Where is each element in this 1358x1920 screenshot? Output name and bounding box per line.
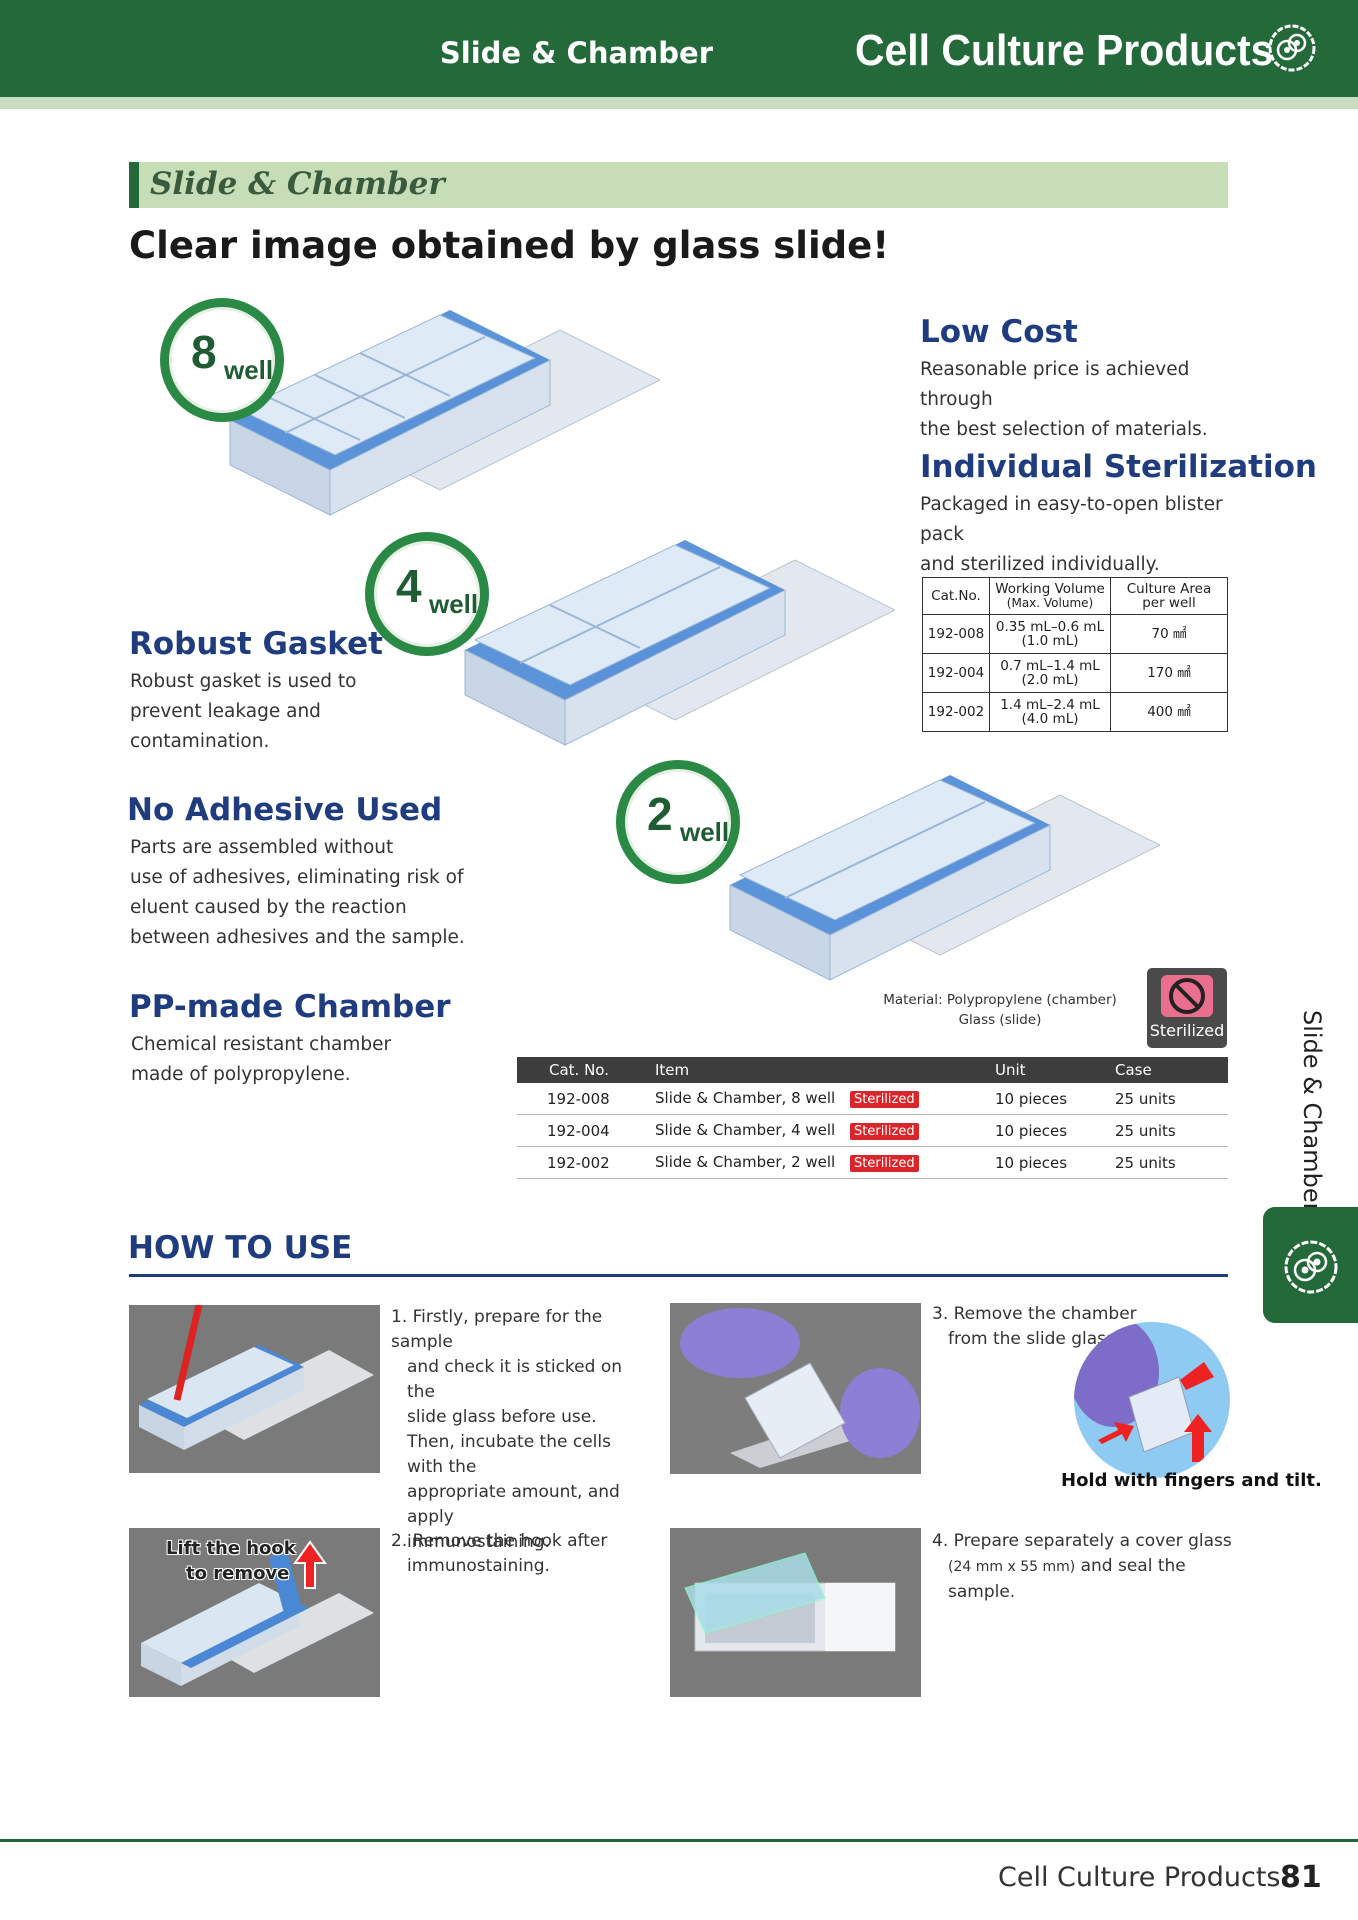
badge-word: well [224,355,274,385]
badge-word: well [680,817,730,847]
spec-row: 192-008 0.35 mL–0.6 mL(1.0 mL) 70 ㎟ [922,614,1228,654]
badge-number: 4 [396,560,422,612]
feature-pp-title: PP-made Chamber [129,989,451,1025]
badge-number: 8 [191,326,217,378]
spec-header-cat: Cat.No. [922,577,990,615]
step4-photo [670,1528,921,1697]
howto-rule [129,1274,1228,1277]
badge-8-well: 8 well [160,298,284,422]
feature-low-cost-title: Low Cost [920,314,1078,350]
step3-photo [670,1303,921,1474]
header-title: Cell Culture Products [855,26,1274,75]
sterilization-icon [1161,975,1213,1017]
spec-row: 192-002 1.4 mL–2.4 mL(4.0 mL) 400 ㎟ [922,692,1228,732]
sterilized-tag: Sterilized [850,1155,919,1172]
section-banner [129,162,1228,208]
spec-table: Cat.No. Working Volume(Max. Volume) Cult… [922,577,1228,732]
slide-chamber-2-well-image [729,775,1160,981]
sterilized-badge: Sterilized [1147,968,1227,1048]
sterilized-badge-label: Sterilized [1149,1021,1225,1040]
badge-4-well: 4 well [365,532,489,656]
material-note: Material: Polypropylene (chamber)Glass (… [883,992,1117,1028]
step3-caption: Hold with fingers and tilt. [1061,1470,1322,1491]
section-banner-title: Slide & Chamber [150,166,445,202]
step3-detail-photo [1074,1322,1230,1478]
order-table: Cat. No. Item Unit Case 192-008 Slide & … [517,1057,1228,1179]
page-headline: Clear image obtained by glass slide! [129,224,890,267]
feature-sterilization-title: Individual Sterilization [920,449,1317,485]
step1-photo [129,1305,380,1473]
step3-text: 3. Remove the chamber from the slide gla… [932,1304,1137,1349]
feature-gasket-title: Robust Gasket [129,626,383,662]
side-tab [1263,1207,1358,1323]
feature-adhesive-title: No Adhesive Used [127,792,443,828]
slide-chamber-8-well-image [229,310,660,516]
badge-number: 2 [647,788,673,840]
cell-culture-icon [1268,24,1316,72]
header-section-label: Slide & Chamber [439,36,713,70]
spec-row: 192-004 0.7 mL–1.4 mL(2.0 mL) 170 ㎟ [922,653,1228,693]
step2-text: 2. Remove the hook after immunostaining. [391,1531,608,1576]
badge-2-well: 2 well [616,760,740,884]
step4-text: 4. Prepare separately a cover glass (24 … [932,1531,1232,1602]
step2-overlay: Lift the hook to remove [166,1538,296,1584]
section-banner-marker [129,162,139,208]
header-underline [0,97,1358,109]
howto-title: HOW TO USE [128,1230,353,1266]
step1-text: 1. Firstly, prepare for the sample and c… [391,1307,622,1552]
page-number: 81 [1280,1860,1322,1895]
header-bar [0,0,1358,97]
slide-chamber-4-well-image [464,540,895,746]
sterilized-tag: Sterilized [850,1091,919,1108]
cell-culture-icon [1284,1240,1338,1294]
badge-word: well [429,589,479,619]
footer-title: Cell Culture Products [998,1862,1281,1893]
step2-photo: Lift the hook to remove [129,1528,380,1697]
side-section-label: Slide & Chamber [1298,1010,1326,1213]
sterilized-tag: Sterilized [850,1123,919,1140]
footer-rule [0,1839,1358,1842]
